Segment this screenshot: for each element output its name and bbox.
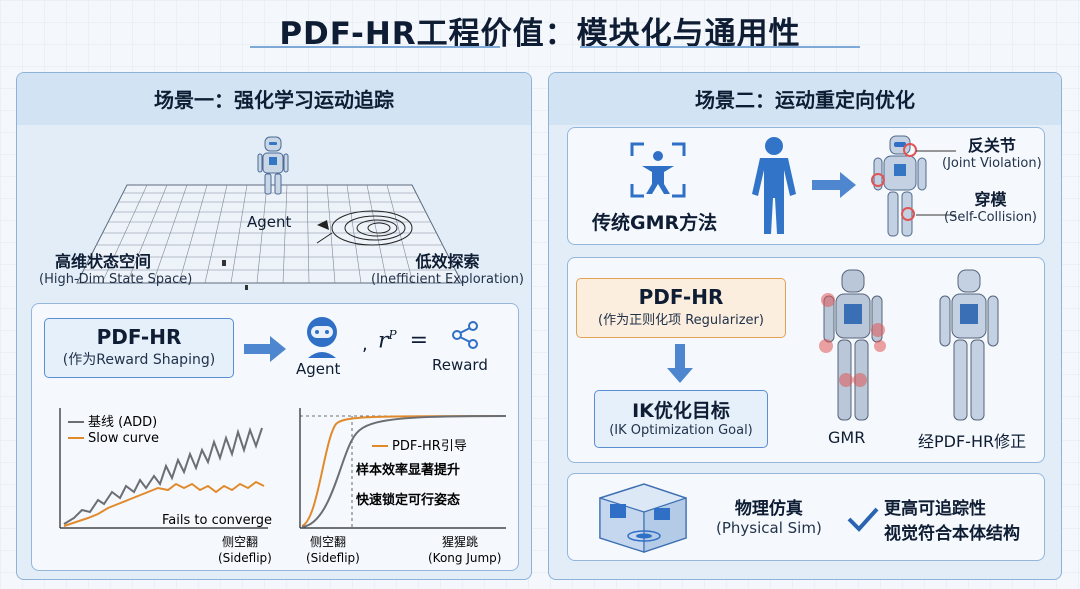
pdfhr-reg-subtitle: (作为正则化项 Regularizer): [598, 313, 764, 328]
arrow-right-icon: [812, 172, 856, 198]
inefficient-en: (Inefficient Exploration): [371, 272, 524, 287]
collision-cn: 穿模: [974, 190, 1007, 209]
benefits-label: 更高可追踪性 视觉符合本体结构: [884, 494, 1020, 544]
sim-cn: 物理仿真: [734, 499, 803, 519]
pdfhr-reward-box: PDF-HR (作为Reward Shaping): [44, 318, 234, 378]
comma: ,: [362, 334, 368, 355]
scenario-one-header: 场景一：强化学习运动追踪: [17, 73, 531, 125]
baseline-chart: 基线 (ADD) Slow curve Fails to converge 侧空…: [59, 408, 272, 565]
ik-title: IK优化目标: [632, 400, 730, 422]
pdfhr-regularizer-box: PDF-HR (作为正则化项 Regularizer): [576, 278, 786, 338]
formula-sup: P: [388, 328, 397, 342]
legend-pdfhr: PDF-HR引导: [392, 439, 467, 454]
agent2-label: Agent: [296, 360, 341, 378]
inefficient-cn: 低效探索: [415, 252, 480, 271]
scenario-two-panel: 场景二：运动重定向优化 传统GMR方法: [548, 72, 1062, 580]
physical-sim-card: 物理仿真 (Physical Sim) 更高可追踪性 视觉符合本体结构: [567, 473, 1045, 561]
reward-label: Reward: [432, 356, 488, 374]
pdfhr-title: PDF-HR: [96, 325, 182, 349]
callout-lines: [916, 150, 956, 216]
benefit-trackability: 更高可追踪性: [884, 499, 986, 519]
physical-sim-label: 物理仿真 (Physical Sim): [716, 494, 822, 537]
joint-en: (Joint Violation): [942, 156, 1042, 171]
gmr-method-card: 传统GMR方法 反关节 (Joint Violation): [567, 127, 1045, 245]
baseline-curve: [63, 426, 263, 525]
benefit-structure: 视觉符合本体结构: [884, 524, 1020, 544]
collision-en: (Self-Collision): [944, 210, 1038, 225]
note-feasible-pose: 快速锁定可行姿态: [356, 492, 460, 508]
legend-slow: Slow curve: [88, 431, 159, 446]
share-icon: [452, 321, 478, 349]
chart2-x1-cn: 侧空翻: [310, 535, 346, 549]
ik-goal-box: IK优化目标 (IK Optimization Goal): [594, 390, 768, 448]
formula: rP =: [378, 328, 428, 353]
state-space-cn: 高维状态空间: [55, 252, 152, 271]
reward-shaping-card: PDF-HR (作为Reward Shaping) Agent , rP = R…: [31, 303, 519, 571]
pdfhr-reg-title: PDF-HR: [638, 285, 724, 309]
sim-room-icon: [599, 483, 687, 553]
ik-subtitle: (IK Optimization Goal): [609, 423, 753, 438]
fails-annotation: Fails to converge: [162, 513, 272, 528]
arrow-down-icon: [667, 344, 693, 383]
inefficient-label: 低效探索 (Inefficient Exploration): [371, 248, 524, 287]
legend-baseline: 基线 (ADD): [88, 415, 157, 430]
robot1-label: GMR: [828, 428, 866, 447]
chart1-x-en: (Sideflip): [218, 551, 272, 565]
chart2-x1-en: (Sideflip): [306, 551, 360, 565]
note-sample-efficiency: 样本效率显著提升: [356, 462, 460, 478]
scenario-two-header: 场景二：运动重定向优化: [549, 73, 1061, 125]
baseline-gray-curve: [301, 415, 507, 528]
human-figure-icon: [752, 137, 796, 234]
gmr-robot-figure: [819, 269, 886, 421]
robot-icon: [257, 136, 289, 195]
chart2-x2-cn: 猩猩跳: [442, 534, 478, 549]
robot2-label: 经PDF-HR修正: [918, 432, 1027, 451]
scenario-one-panel: 场景一：强化学习运动追踪: [16, 72, 532, 580]
check-icon: [847, 507, 879, 532]
chart1-x-cn: 侧空翻: [222, 535, 258, 549]
slow-curve: [63, 480, 265, 527]
page-title: PDF-HR工程价值：模块化与通用性: [279, 16, 801, 52]
spiral-trajectory: [316, 210, 413, 246]
pdfhr-subtitle: (作为Reward Shaping): [62, 352, 216, 368]
agent-label: Agent: [247, 213, 292, 231]
joint-violation-label: 反关节 (Joint Violation): [942, 132, 1042, 171]
corrected-robot-figure: [939, 269, 999, 421]
state-space-en: (High-Dim State Space): [39, 272, 193, 287]
self-collision-label: 穿模 (Self-Collision): [944, 186, 1037, 225]
state-space-label: 高维状态空间 (High-Dim State Space): [39, 248, 192, 287]
robot-icon: [871, 135, 927, 237]
agent-head-icon: [307, 317, 337, 358]
joint-cn: 反关节: [967, 136, 1016, 155]
title-divider-left: [250, 46, 500, 48]
chart2-x2-en: (Kong Jump): [428, 551, 501, 565]
arrow-right-icon: [244, 336, 286, 362]
regularizer-card: PDF-HR (作为正则化项 Regularizer) IK优化目标 (IK O…: [567, 257, 1045, 463]
pdfhr-guided-curve: [301, 415, 507, 527]
motion-capture-icon: [630, 142, 686, 198]
sim-en: (Physical Sim): [716, 519, 822, 537]
title-divider-right: [580, 46, 860, 48]
pdfhr-chart: PDF-HR引导 样本效率显著提升 快速锁定可行姿态 侧空翻 (Sideflip…: [299, 408, 507, 565]
gmr-method-label: 传统GMR方法: [592, 212, 718, 234]
formula-r: r: [378, 328, 389, 354]
formula-eq: =: [409, 328, 429, 354]
state-space-grid: [76, 136, 463, 290]
